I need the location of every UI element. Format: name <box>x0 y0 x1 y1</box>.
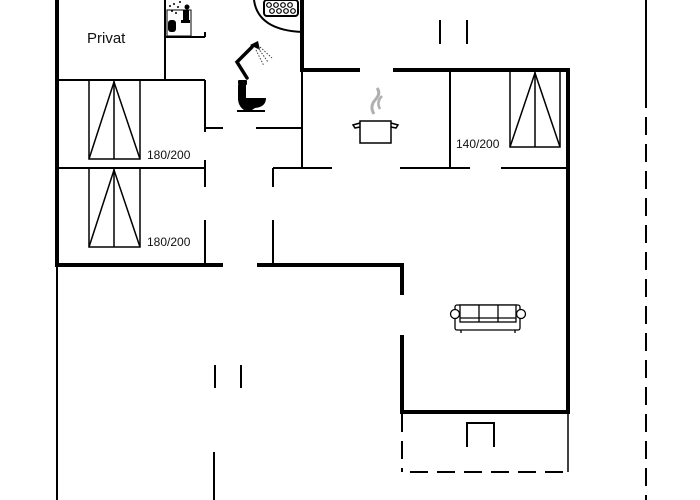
outer-walls <box>55 0 570 414</box>
sauna-icon <box>166 1 192 37</box>
bed-size-label-1: 180/200 <box>147 148 191 162</box>
bed-icon <box>88 79 141 160</box>
bed-size-label-2: 180/200 <box>147 235 191 249</box>
room-label-privat: Privat <box>87 30 126 47</box>
sofa-icon <box>449 304 527 333</box>
toilet-icon <box>237 80 266 112</box>
interior-walls <box>56 0 568 500</box>
whirlpool-icon <box>253 0 303 33</box>
bed-icon <box>509 70 561 148</box>
bed-icon <box>88 167 141 248</box>
cooking-pot-icon <box>351 87 400 144</box>
step-icon <box>466 422 495 447</box>
terrace-outline <box>401 90 647 500</box>
shower-icon <box>234 41 273 80</box>
bed-size-label-3: 140/200 <box>456 137 500 151</box>
